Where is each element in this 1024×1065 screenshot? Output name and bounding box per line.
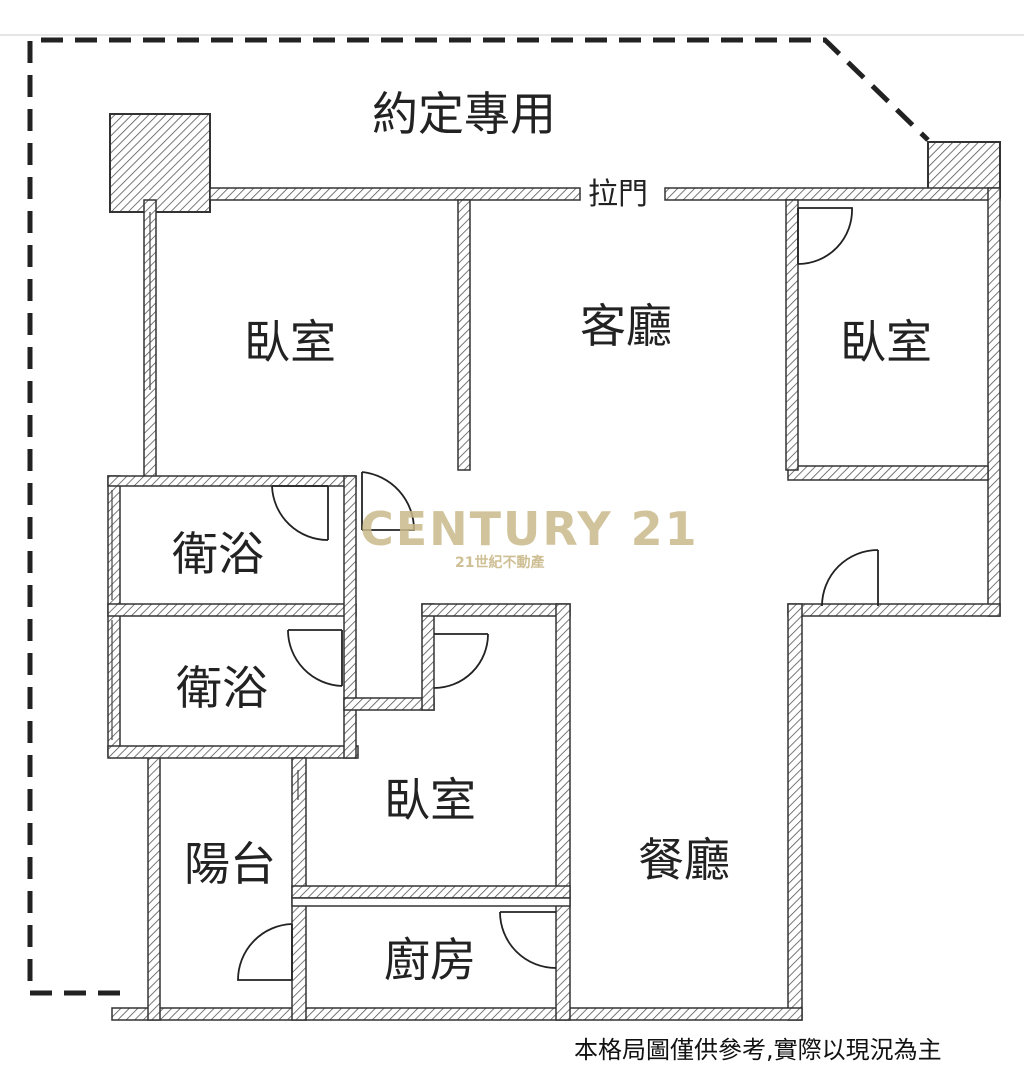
- room-label-kitchen: 廚房: [384, 933, 476, 987]
- room-label-bedroom-right: 臥室: [840, 315, 932, 369]
- column-top-left: [109, 113, 211, 213]
- room-label-bathroom-2: 衛浴: [176, 661, 268, 715]
- reserved-area-label: 約定專用: [372, 87, 556, 141]
- room-label-bedroom-top-left: 臥室: [244, 315, 336, 369]
- room-label-living-room: 客廳: [580, 299, 672, 353]
- sliding-door-label: 拉門: [588, 177, 648, 212]
- watermark-brand: CENTURY 21: [360, 502, 699, 556]
- walls: [107, 187, 1001, 1021]
- reserved-area-outline: [27, 37, 930, 996]
- room-label-balcony: 陽台: [184, 837, 276, 891]
- window-lines: [111, 212, 299, 800]
- room-label-dining-room: 餐廳: [638, 833, 730, 887]
- watermark-tagline: 21世紀不動產: [455, 554, 544, 571]
- footer-disclaimer: 本格局圖僅供參考,實際以現況為主: [574, 1036, 942, 1064]
- room-label-bathroom-1: 衛浴: [172, 527, 264, 581]
- door-swings: [237, 207, 879, 981]
- room-label-bedroom-center: 臥室: [384, 773, 476, 827]
